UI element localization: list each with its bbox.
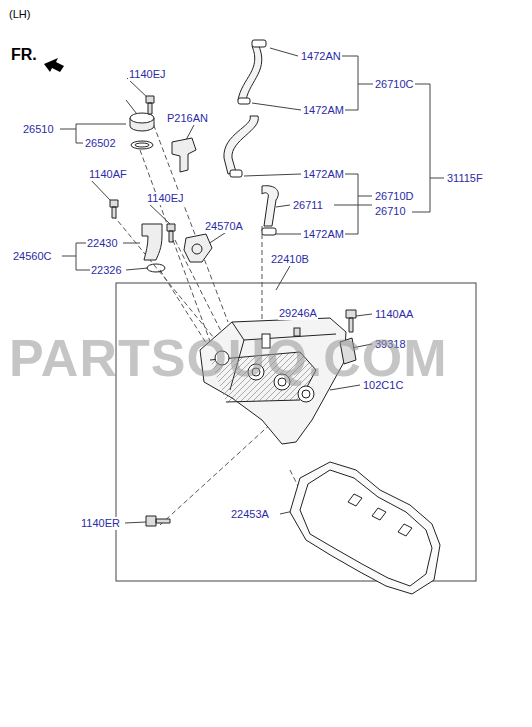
oil-filler-elbow	[142, 224, 162, 260]
callout-number: 22430	[86, 237, 119, 250]
callout-number: 1140ER	[80, 517, 121, 530]
callout-number: 22453A	[230, 508, 270, 521]
callout-number: 1472AN	[300, 50, 342, 63]
callout-number: 1140AF	[88, 168, 128, 181]
callout-number: 1472AM	[302, 168, 345, 181]
oil-filler-cap	[130, 113, 154, 149]
callout-number: 29246A	[278, 307, 318, 320]
watermark: PARTSOUQ.COM	[8, 330, 449, 386]
o-ring	[147, 264, 165, 272]
bolts	[110, 96, 356, 526]
callout-number: 31115F	[446, 172, 484, 185]
callout-number: 26502	[84, 137, 117, 150]
callout-number: 24560C	[12, 250, 53, 263]
front-mark: FR.	[10, 46, 38, 64]
callout-number: 26710D	[374, 190, 415, 203]
plate-hole	[192, 244, 202, 254]
hose-bracket	[172, 138, 196, 172]
callout-number: 1140EJ	[128, 68, 167, 81]
front-arrow	[44, 58, 64, 72]
breather-hoses	[224, 40, 278, 235]
callout-number: P216AN	[166, 112, 209, 125]
callout-number: 26510	[22, 123, 55, 136]
callout-number: 22410B	[270, 253, 310, 266]
callout-number: 1140EJ	[146, 192, 185, 205]
callout-number: 24570A	[204, 220, 244, 233]
leader-lines	[60, 48, 444, 523]
cover-gasket	[290, 462, 440, 594]
cover-plate	[184, 234, 212, 262]
callout-number: 26711	[292, 199, 324, 212]
assembly-paths	[113, 110, 346, 530]
view-tag: (LH)	[8, 8, 31, 21]
callout-number: 22326	[90, 264, 123, 277]
callout-number: 1472AM	[302, 104, 345, 117]
callout-number: 26710	[374, 205, 407, 218]
callout-number: 26710C	[374, 78, 415, 91]
callout-number: 1140AA	[374, 308, 414, 321]
callout-number: 1472AM	[302, 228, 345, 241]
